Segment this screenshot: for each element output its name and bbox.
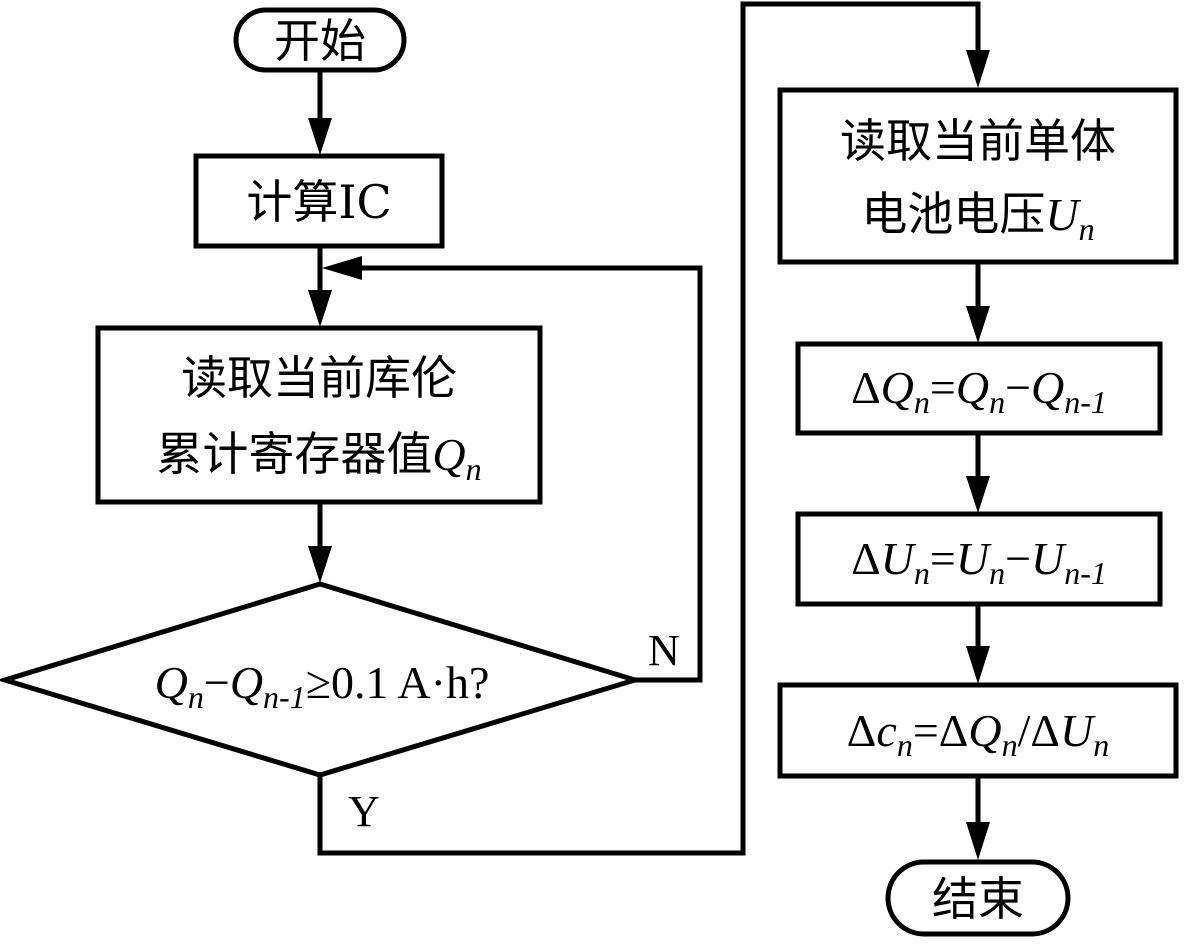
arrow-head	[966, 822, 990, 860]
edge-decision-no-loop	[360, 265, 703, 683]
edge-decision-yes	[317, 1, 981, 856]
delta-c-node: Δcn=ΔQn/ΔUn	[777, 682, 1179, 779]
arrow-head	[308, 290, 332, 327]
start-label: 开始	[274, 14, 366, 68]
start-node: 开始	[233, 7, 407, 73]
read-u-line-2: 电池电压Un	[861, 187, 1094, 247]
arrow-head	[966, 306, 990, 343]
calc-ic-node: 计算IC	[193, 153, 445, 249]
delta-u-formula: ΔUn=Un−Un-1	[851, 533, 1107, 591]
branch-no-label: N	[648, 626, 680, 675]
arrow-head	[966, 646, 990, 684]
calc-ic-label: 计算IC	[246, 175, 391, 229]
read-q-line-2: 累计寄存器值Qn	[156, 427, 481, 487]
connectors	[308, 1, 990, 860]
read-q-node: 读取当前库伦 累计寄存器值Qn	[95, 325, 543, 505]
read-u-node: 读取当前单体 电池电压Un	[777, 87, 1179, 265]
arrow-head	[322, 256, 362, 280]
end-node: 结束	[885, 859, 1071, 937]
arrow-head	[966, 476, 990, 513]
decision-node: Qn−Qn-1≥0.1 A·h?	[0, 581, 644, 778]
end-label: 结束	[932, 872, 1024, 926]
arrow-head	[308, 118, 332, 155]
decision-condition: Qn−Qn-1≥0.1 A·h?	[155, 657, 490, 715]
delta-q-formula: ΔQn=Qn−Qn-1	[851, 362, 1107, 420]
branch-yes-label: Y	[348, 787, 380, 836]
read-u-line-1: 读取当前单体	[840, 114, 1116, 168]
arrow-head	[308, 546, 332, 583]
read-q-line-1: 读取当前库伦	[181, 351, 457, 405]
delta-u-node: ΔUn=Un−Un-1	[795, 511, 1163, 607]
arrow-head	[966, 50, 990, 88]
delta-q-node: ΔQn=Qn−Qn-1	[795, 341, 1163, 436]
delta-c-formula: Δcn=ΔQn/ΔUn	[847, 705, 1109, 763]
